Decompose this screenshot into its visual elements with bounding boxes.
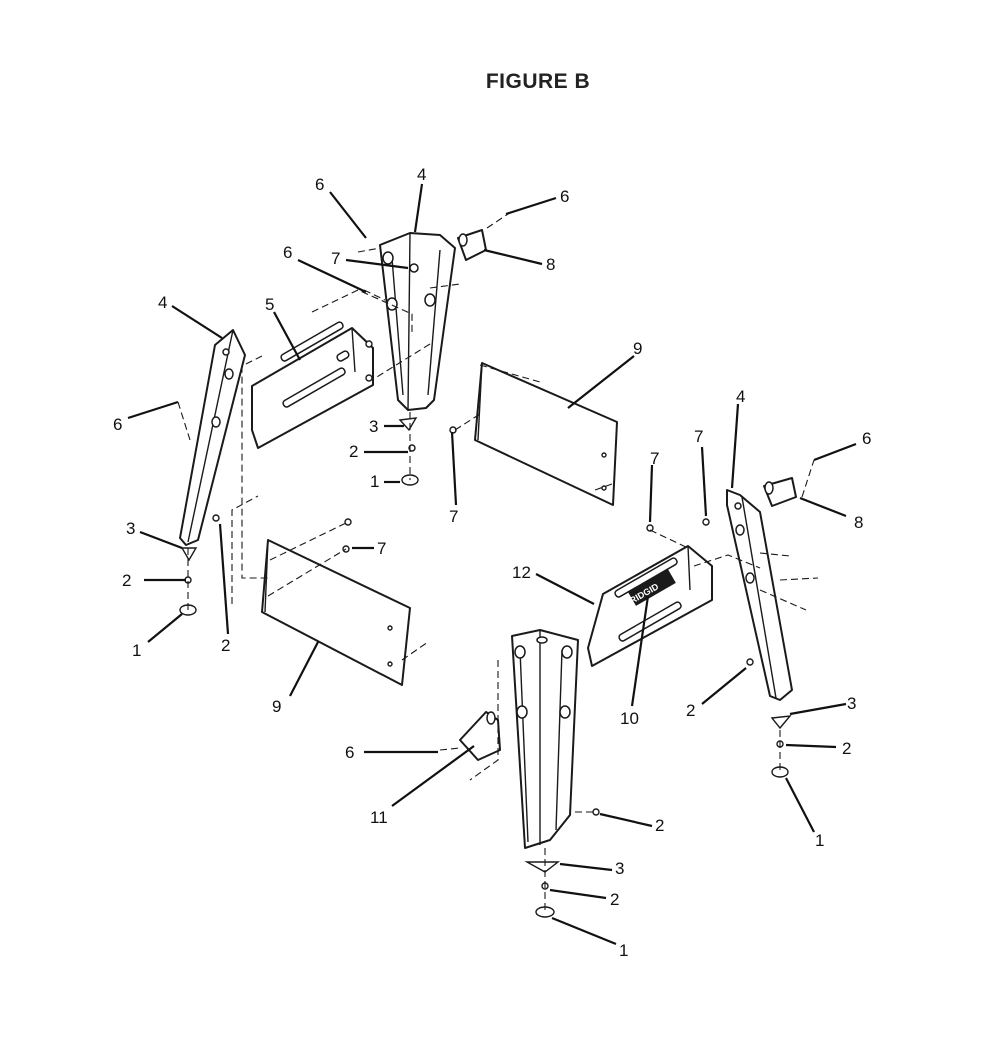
hardware-wedges (180, 417, 792, 873)
callout-6: 6 (560, 187, 569, 206)
callout-3: 3 (615, 859, 624, 878)
figure-title: FIGURE B (485, 70, 591, 93)
leader-lines (127, 183, 857, 946)
callout-2: 2 (349, 442, 358, 461)
callout-9: 9 (633, 339, 642, 358)
callout-6: 6 (345, 743, 354, 762)
callout-1: 1 (132, 641, 141, 660)
leg-left (179, 329, 246, 546)
callout-6: 6 (283, 243, 292, 262)
side-stiffener-5 (251, 321, 374, 449)
callout-11: 11 (370, 808, 388, 827)
callout-7: 7 (331, 249, 340, 268)
callout-8: 8 (546, 255, 555, 274)
hardware-nuts (184, 426, 784, 890)
callout-2: 2 (842, 739, 851, 758)
leg-right (726, 489, 793, 701)
callout-7: 7 (449, 507, 458, 526)
callout-3: 3 (369, 417, 378, 436)
callout-7: 7 (694, 427, 703, 446)
callout-4: 4 (417, 165, 426, 184)
bracket-8-upper (457, 229, 487, 261)
callout-6: 6 (315, 175, 324, 194)
callout-10: 10 (620, 709, 639, 728)
callout-1: 1 (815, 831, 824, 850)
callout-2: 2 (122, 571, 131, 590)
callout-7: 7 (377, 539, 386, 558)
callout-2: 2 (221, 636, 230, 655)
callout-7: 7 (650, 449, 659, 468)
callout-3: 3 (847, 694, 856, 713)
callout-8: 8 (854, 513, 863, 532)
assembly-lines (177, 213, 819, 912)
callout-1: 1 (370, 472, 379, 491)
callout-4: 4 (736, 387, 745, 406)
callout-6: 6 (862, 429, 871, 448)
callout-2: 2 (655, 816, 664, 835)
callout-1: 1 (619, 941, 628, 960)
callout-2: 2 (686, 701, 695, 720)
callout-6: 6 (113, 415, 122, 434)
callout-3: 3 (126, 519, 135, 538)
long-stiffener-9-upper (474, 362, 618, 506)
end-stiffener-12: RIDGID (587, 545, 713, 667)
bracket-8-right (763, 477, 797, 507)
leg-top-center (379, 232, 456, 411)
callout-9: 9 (272, 697, 281, 716)
callout-5: 5 (265, 295, 274, 314)
callout-labels: 6 4 6 7 8 6 5 4 9 6 3 2 1 7 4 7 6 7 8 3 … (113, 165, 871, 960)
callout-12: 12 (512, 563, 531, 582)
callout-2: 2 (610, 890, 619, 909)
leg-bottom-center (511, 629, 579, 849)
long-stiffener-9-lower (261, 539, 411, 686)
callout-4: 4 (158, 293, 167, 312)
